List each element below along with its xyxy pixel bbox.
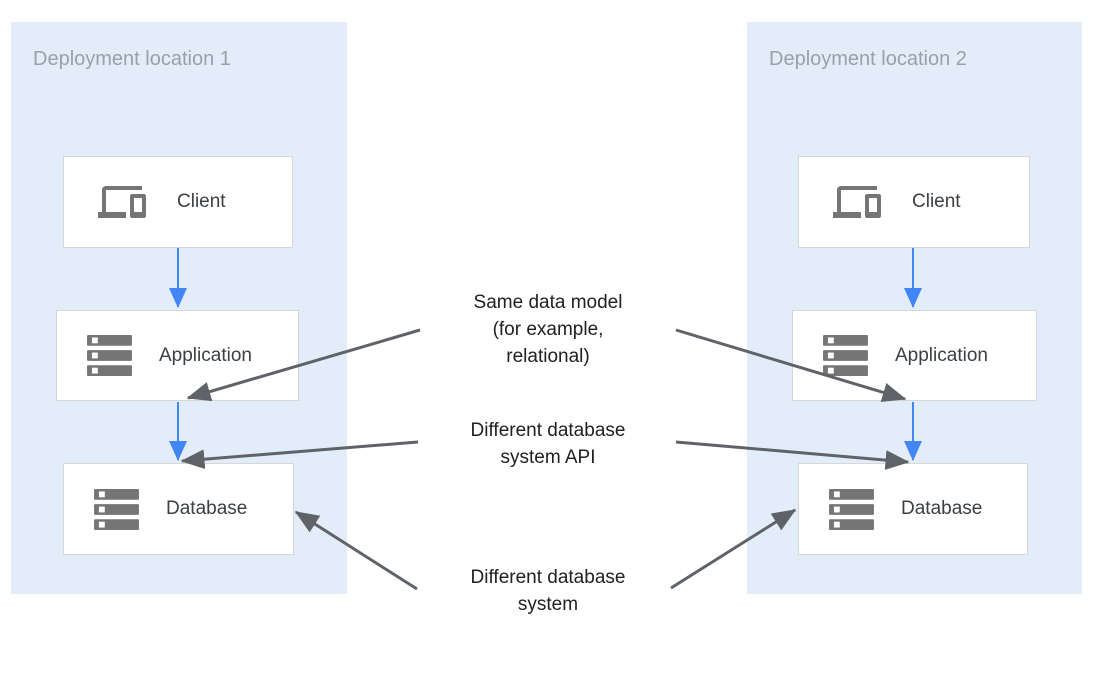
annotation-line: system — [517, 594, 579, 615]
application-node-location-2: Application — [792, 310, 1037, 401]
annotation-line: Different database — [470, 420, 626, 441]
annotation-different-database-system: Different database system — [418, 564, 678, 618]
devices-icon — [833, 186, 881, 218]
node-label: Database — [901, 498, 983, 519]
node-label: Database — [166, 498, 248, 519]
server-stack-icon — [94, 488, 139, 530]
annotation-same-data-model: Same data model (for example, relational… — [418, 289, 678, 370]
annotation-line: (for example, — [492, 319, 604, 340]
panel-title: Deployment location 1 — [33, 48, 231, 70]
devices-icon — [98, 186, 146, 218]
node-label: Application — [159, 344, 252, 366]
annotation-different-database-api: Different database system API — [418, 417, 678, 471]
database-node-location-1: Database — [63, 463, 294, 555]
panel-title: Deployment location 2 — [769, 48, 967, 70]
server-stack-icon — [87, 335, 132, 376]
annotation-line: system API — [500, 447, 596, 468]
server-stack-icon — [823, 335, 868, 376]
node-label: Application — [895, 344, 988, 366]
application-node-location-1: Application — [56, 310, 299, 401]
client-node-location-2: Client — [798, 156, 1030, 248]
client-node-location-1: Client — [63, 156, 293, 248]
annotation-line: Same data model — [473, 292, 623, 313]
annotation-line: relational) — [506, 346, 590, 367]
database-node-location-2: Database — [798, 463, 1028, 555]
node-label: Client — [177, 191, 226, 212]
node-label: Client — [912, 191, 961, 212]
server-stack-icon — [829, 488, 874, 530]
annotation-line: Different database — [470, 567, 626, 588]
